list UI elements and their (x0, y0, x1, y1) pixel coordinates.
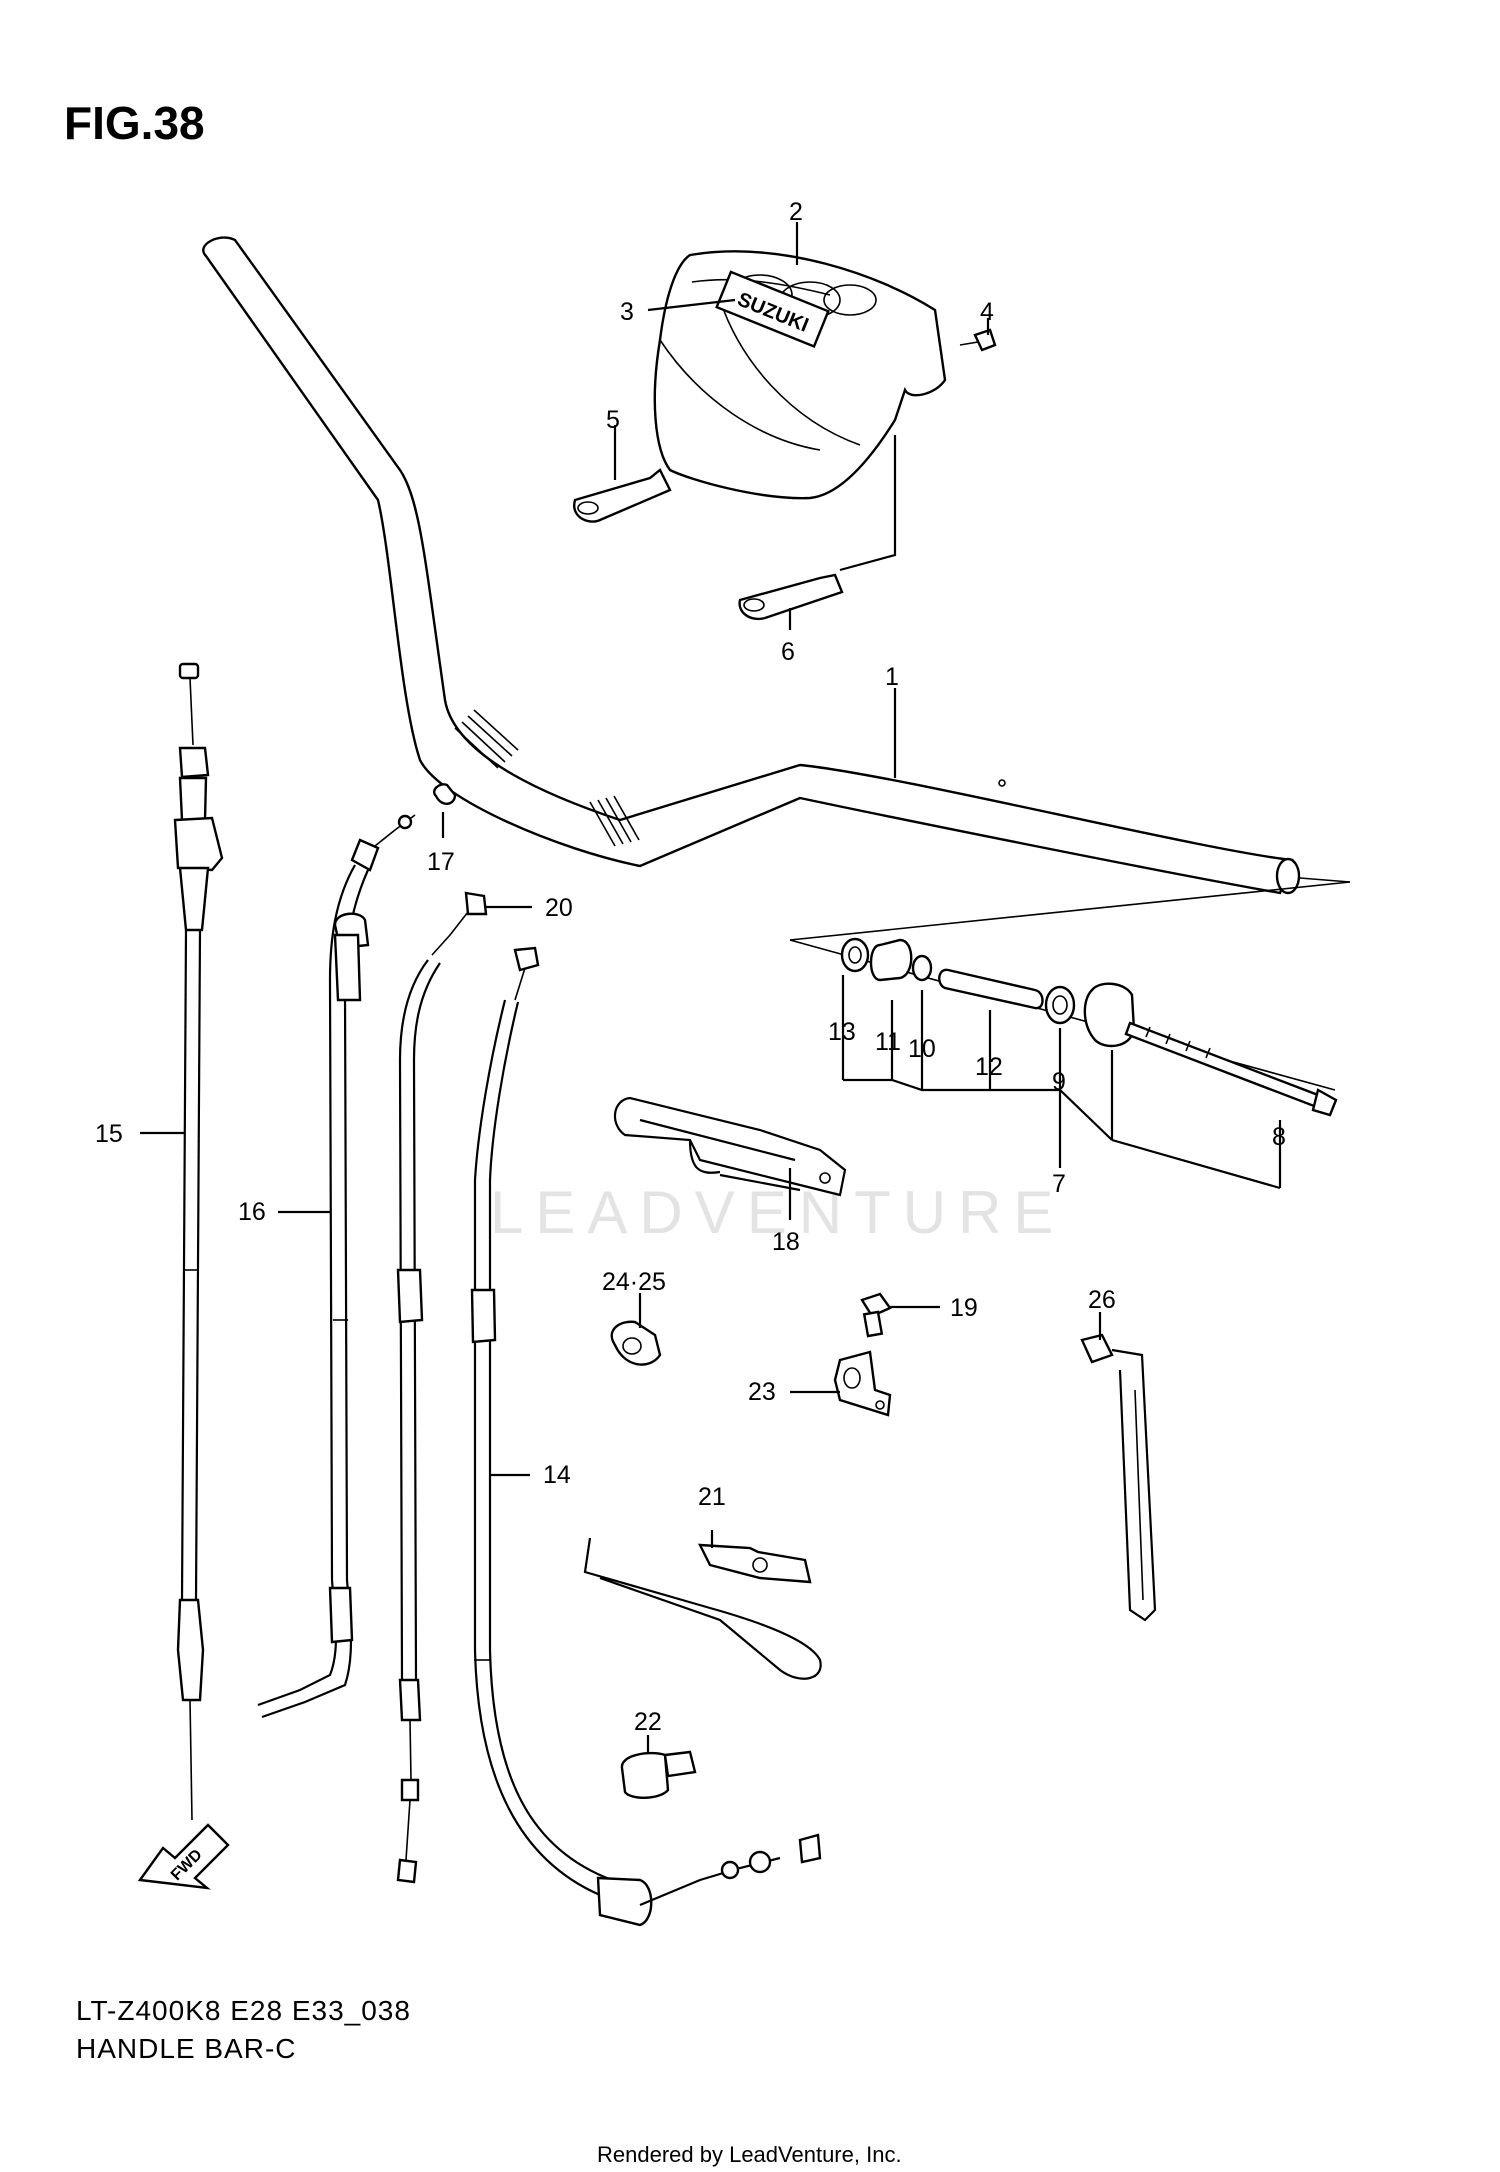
callout-16[interactable]: 16 (238, 1198, 266, 1226)
bar-end-collar[interactable] (840, 937, 870, 973)
cable-clamp-23[interactable] (833, 1350, 892, 1417)
callout-10[interactable]: 10 (908, 1035, 936, 1063)
callout-22[interactable]: 22 (634, 1708, 662, 1736)
rendered-by: Rendered by LeadVenture, Inc. (597, 2142, 902, 2167)
cover-bracket-right[interactable] (738, 573, 844, 621)
cable-clamp-24-25[interactable] (610, 1320, 662, 1366)
callout-19[interactable]: 19 (950, 1294, 978, 1322)
callout-20[interactable]: 20 (545, 894, 573, 922)
callout-labels: 1 2 3 4 5 6 7 8 9 10 11 12 13 14 15 16 1… (95, 198, 1286, 1736)
handlebar[interactable] (202, 236, 1301, 895)
callout-14[interactable]: 14 (543, 1461, 571, 1489)
callout-3[interactable]: 3 (620, 298, 634, 326)
cover-bracket-left[interactable] (573, 468, 672, 523)
callout-24-25[interactable]: 24·25 (602, 1268, 666, 1296)
explode-guide-mid (789, 881, 1351, 941)
cable-20[interactable] (396, 891, 488, 1884)
callout-15[interactable]: 15 (95, 1120, 123, 1148)
watermark: LEADVENTURE (490, 1179, 1066, 1246)
cable-14[interactable] (470, 946, 822, 1927)
assembly-bracket-lines (841, 975, 1282, 1190)
wire-bracket[interactable] (583, 1537, 822, 1680)
callout-23[interactable]: 23 (748, 1378, 776, 1406)
grip-knurl-left (454, 709, 519, 769)
bar-end-weight[interactable] (1083, 982, 1136, 1048)
grip-knurl-right (589, 795, 640, 847)
callout-17[interactable]: 17 (427, 848, 455, 876)
bar-end-cushion[interactable] (1044, 985, 1076, 1025)
callout-13[interactable]: 13 (828, 1018, 856, 1046)
suzuki-emblem (715, 270, 830, 349)
callout-5[interactable]: 5 (606, 406, 620, 434)
explode-guide-top (1299, 877, 1351, 883)
bar-end-tube[interactable] (938, 968, 1044, 1010)
cable-tie[interactable] (1080, 1333, 1157, 1622)
callout-12[interactable]: 12 (975, 1053, 1003, 1081)
callout-26[interactable]: 26 (1088, 1286, 1116, 1314)
handlebar-cover[interactable]: SUZUKI (653, 250, 947, 500)
callout-8[interactable]: 8 (1272, 1123, 1286, 1151)
brake-cable-16[interactable] (257, 814, 416, 1719)
diagram-name: HANDLE BAR-C (76, 2033, 297, 2064)
leader-3 (647, 298, 736, 312)
cable-end-17[interactable] (433, 783, 457, 805)
callout-1[interactable]: 1 (885, 663, 899, 691)
cover-screw[interactable] (959, 328, 997, 352)
callout-11[interactable]: 11 (875, 1028, 901, 1056)
figure-title: FIG.38 (64, 97, 205, 149)
cable-guide-wire[interactable] (614, 1096, 847, 1197)
model-code: LT-Z400K8 E28 E33_038 (76, 1995, 411, 2026)
leader-cover-to-6 (839, 435, 897, 572)
callout-4[interactable]: 4 (980, 298, 994, 326)
callout-9[interactable]: 9 (1052, 1068, 1066, 1096)
callout-21[interactable]: 21 (698, 1483, 726, 1511)
throttle-cable[interactable] (173, 662, 224, 1821)
callout-6[interactable]: 6 (781, 638, 795, 666)
bar-end-washer[interactable] (911, 954, 933, 982)
bar-end-bolt[interactable] (1124, 1021, 1338, 1117)
bar-end-spacer[interactable] (869, 938, 913, 982)
cable-clamp-22[interactable] (620, 1750, 697, 1799)
callout-18[interactable]: 18 (772, 1228, 800, 1256)
callout-2[interactable]: 2 (789, 198, 803, 226)
screw-19[interactable] (860, 1292, 892, 1338)
callout-7[interactable]: 7 (1052, 1170, 1066, 1198)
fwd-arrow-icon: FWD (137, 1823, 230, 1890)
